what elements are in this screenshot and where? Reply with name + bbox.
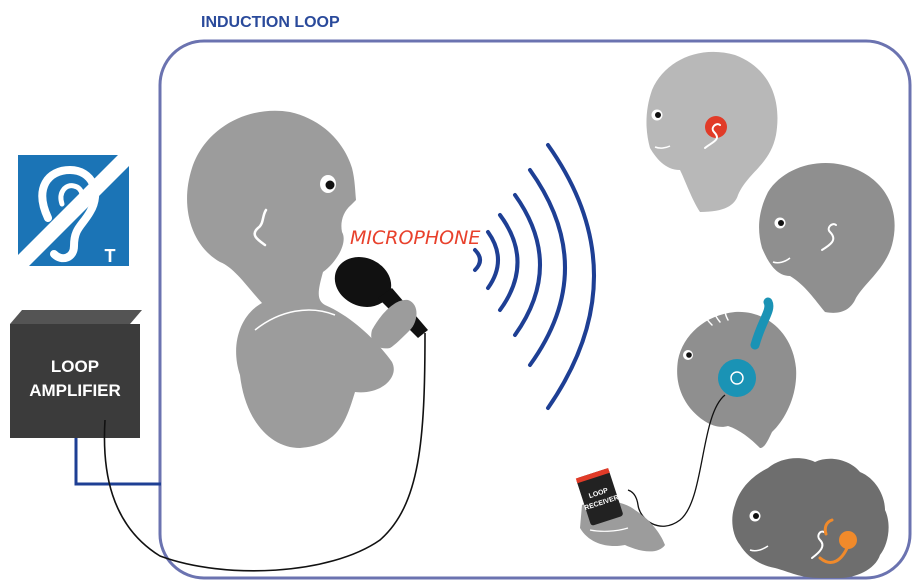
microphone: [334, 257, 428, 349]
sound-wave-1: [473, 248, 482, 272]
listener-3-eye-icon: [686, 352, 692, 358]
listener-1-ear-icon: [704, 123, 721, 149]
listener-head-2: [759, 163, 895, 313]
sign-letter-t: T: [105, 246, 116, 266]
ear-inner-icon: [58, 183, 85, 209]
loop-receiver: LOOP RECEIVER: [575, 468, 665, 552]
speaker-silhouette: [187, 110, 394, 448]
loop-wire: [74, 438, 161, 486]
loop-receiver-device: [576, 468, 623, 526]
hearing-loop-sign: T: [18, 155, 129, 266]
speaker-ear-icon: [253, 208, 268, 247]
headphone-band: [750, 297, 774, 350]
listener-4-eye-icon: [753, 513, 759, 519]
sound-wave-3: [498, 213, 520, 312]
sound-wave-4: [513, 193, 542, 337]
amplifier-label-line1: LOOP: [51, 357, 99, 376]
amplifier-label-line2: AMPLIFIER: [29, 381, 121, 400]
diagram-title: INDUCTION LOOP: [201, 14, 340, 31]
sound-wave-6: [546, 143, 596, 410]
listener-cochlear: [732, 458, 889, 578]
listener-4-ear-icon: [811, 530, 825, 559]
sound-wave-2: [486, 230, 500, 290]
microphone-head-icon: [334, 257, 392, 307]
speaker-hand: [371, 299, 417, 349]
cochlear-implant-icon: [839, 531, 857, 549]
ear-with-t-icon: [38, 165, 100, 263]
induction-loop-boundary: [158, 39, 912, 580]
speaker-person: [187, 110, 394, 448]
microphone-cable: [103, 332, 426, 572]
listener-1-eye-icon: [655, 112, 661, 118]
listener-hearing-aid: [646, 51, 778, 212]
listener-plain: [759, 163, 895, 313]
hearing-aid-icon: [705, 116, 727, 138]
listener-2-ear-icon: [821, 223, 837, 251]
headphones-icon: [718, 359, 756, 397]
microphone-label: MICROPHONE: [350, 227, 480, 249]
amplifier-top: [10, 310, 142, 324]
sound-waves-icon: [473, 143, 596, 410]
amplifier-body: [10, 324, 140, 438]
sign-slash: [18, 155, 129, 266]
listener-2-eye-icon: [778, 220, 784, 226]
sound-wave-5: [528, 168, 567, 367]
receiver-cable: [627, 394, 726, 527]
listener-headphones: [677, 297, 797, 448]
loop-amplifier: LOOP AMPLIFIER: [10, 310, 142, 438]
